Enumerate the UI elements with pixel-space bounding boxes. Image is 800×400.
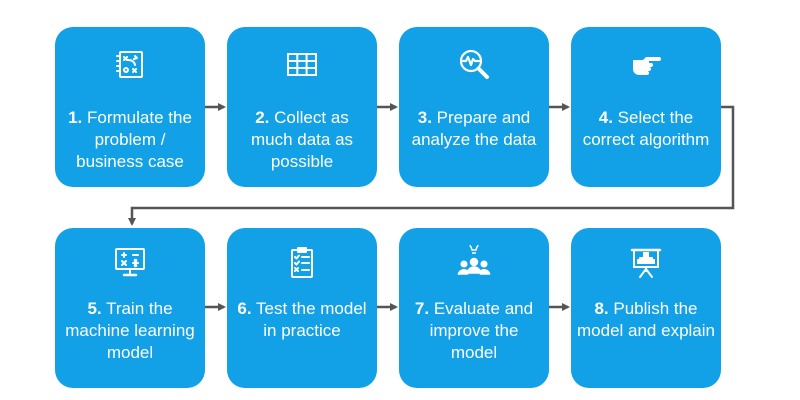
step-number: 8.	[594, 299, 609, 318]
step-text: Prepare and analyze the data	[411, 108, 537, 149]
step-card-3: 3. Prepare and analyze the data	[399, 27, 549, 187]
team-idea-icon	[399, 245, 549, 279]
step-number: 3.	[417, 108, 432, 127]
step-number: 2.	[255, 108, 270, 127]
presentation-board-icon	[571, 245, 721, 279]
step-text: Test the model in practice	[256, 299, 367, 340]
magnifier-pulse-icon	[399, 47, 549, 81]
step-card-4: 4. Select the correct algorithm	[571, 27, 721, 187]
calculator-monitor-icon	[55, 245, 205, 279]
clipboard-checklist-icon	[227, 245, 377, 279]
step-text: Select the correct algorithm	[582, 108, 710, 149]
step-text: Formulate the problem / business case	[76, 108, 192, 171]
step-number: 1.	[68, 108, 83, 127]
pointing-hand-icon	[571, 47, 721, 81]
step-card-6: 6. Test the model in practice	[227, 228, 377, 388]
step-text: Evaluate and improve the model	[429, 299, 534, 362]
step-number: 7.	[414, 299, 430, 318]
step-card-2: 2. Collect as much data as possible	[227, 27, 377, 187]
table-grid-icon	[227, 47, 377, 81]
step-number: 4.	[598, 108, 613, 127]
step-card-7: 7. Evaluate and improve the model	[399, 228, 549, 388]
step-text: Collect as much data as possible	[250, 108, 354, 171]
step-card-8: 8. Publish the model and explain	[571, 228, 721, 388]
step-number: 6.	[237, 299, 252, 318]
step-text: Publish the model and explain	[577, 299, 715, 340]
step-number: 5.	[87, 299, 102, 318]
step-card-1: 1. Formulate the problem / business case	[55, 27, 205, 187]
step-card-5: 5. Train the machine learning model	[55, 228, 205, 388]
step-text: Train the machine learning model	[65, 299, 195, 362]
arrow-step-4-to-5	[128, 105, 735, 226]
strategy-board-icon	[55, 47, 205, 81]
